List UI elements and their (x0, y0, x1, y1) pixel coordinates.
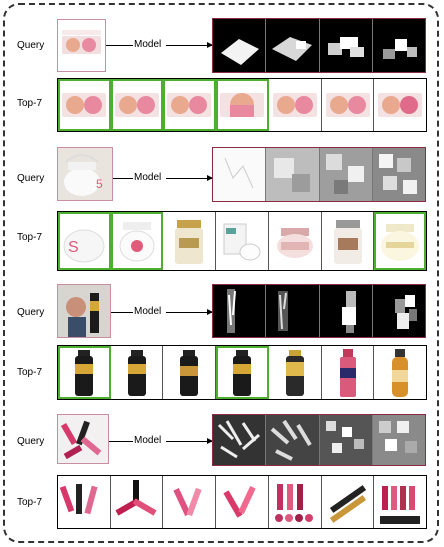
model-label: Model (134, 435, 162, 446)
result-item (374, 476, 426, 528)
model-label: Model (134, 172, 162, 183)
result-item (269, 212, 322, 270)
query-label: Query (17, 40, 45, 51)
figure-frame (3, 3, 439, 543)
attention-map (373, 19, 425, 72)
match-item (216, 346, 269, 399)
attention-map (320, 285, 373, 337)
result-item (58, 476, 111, 528)
query-label: Query (17, 307, 45, 318)
result-item (322, 79, 375, 131)
top-label: Top-7 (17, 367, 43, 378)
attention-map (319, 415, 373, 465)
result-item (269, 79, 322, 131)
attention-map (320, 19, 373, 72)
query-image-palette (57, 19, 106, 72)
result-item (163, 212, 217, 270)
result-item (111, 476, 164, 528)
retrieval-strip-palette (57, 78, 427, 132)
match-item (58, 79, 111, 131)
query-image-jar: 5 (57, 147, 113, 201)
attention-map (213, 285, 267, 337)
connector-line (109, 441, 133, 442)
attention-map (372, 415, 425, 465)
attention-maps-lipstick (212, 414, 426, 466)
attention-map (266, 285, 320, 337)
retrieval-strip-lipstick (57, 475, 427, 529)
result-item (322, 212, 375, 270)
result-item (269, 346, 322, 399)
result-item (269, 476, 322, 528)
attention-map (266, 148, 320, 201)
match-item (111, 79, 164, 131)
result-item (111, 346, 164, 399)
top-label: Top-7 (17, 232, 43, 243)
attention-maps-jar (212, 147, 426, 202)
result-item (322, 476, 375, 528)
attention-map (213, 19, 267, 72)
query-image-shampoo (57, 284, 111, 338)
result-item (322, 346, 375, 399)
connector-line (106, 45, 133, 46)
svg-text:S: S (68, 239, 79, 256)
result-item (216, 476, 269, 528)
top-label: Top-7 (17, 497, 43, 508)
result-item (374, 79, 426, 131)
top-label: Top-7 (17, 98, 43, 109)
match-item (58, 346, 111, 399)
result-item (163, 476, 217, 528)
arrow-icon (166, 309, 213, 315)
connector-line (113, 178, 133, 179)
match-item: S (58, 212, 111, 270)
result-item (374, 346, 426, 399)
attention-map (266, 415, 320, 465)
arrow-icon (166, 175, 213, 181)
match-item (216, 79, 269, 131)
arrow-icon (166, 438, 213, 444)
model-label: Model (134, 39, 162, 50)
attention-map (266, 19, 320, 72)
arrow-icon (166, 42, 213, 48)
retrieval-strip-jar: S (57, 211, 427, 271)
attention-map (372, 148, 425, 201)
attention-maps-palette (212, 18, 426, 73)
model-label: Model (134, 306, 162, 317)
match-item (374, 212, 426, 270)
attention-map (213, 148, 267, 201)
query-label: Query (17, 436, 45, 447)
match-item (163, 79, 217, 131)
result-item (163, 346, 217, 399)
retrieval-strip-shampoo (57, 345, 427, 400)
attention-map (373, 285, 425, 337)
query-label: Query (17, 173, 45, 184)
match-item (111, 212, 164, 270)
result-item (216, 212, 269, 270)
attention-map (213, 415, 267, 465)
query-image-lipstick (57, 414, 109, 464)
connector-line (111, 312, 133, 313)
attention-maps-shampoo (212, 284, 426, 338)
attention-map (319, 148, 373, 201)
svg-text:5: 5 (96, 177, 103, 191)
